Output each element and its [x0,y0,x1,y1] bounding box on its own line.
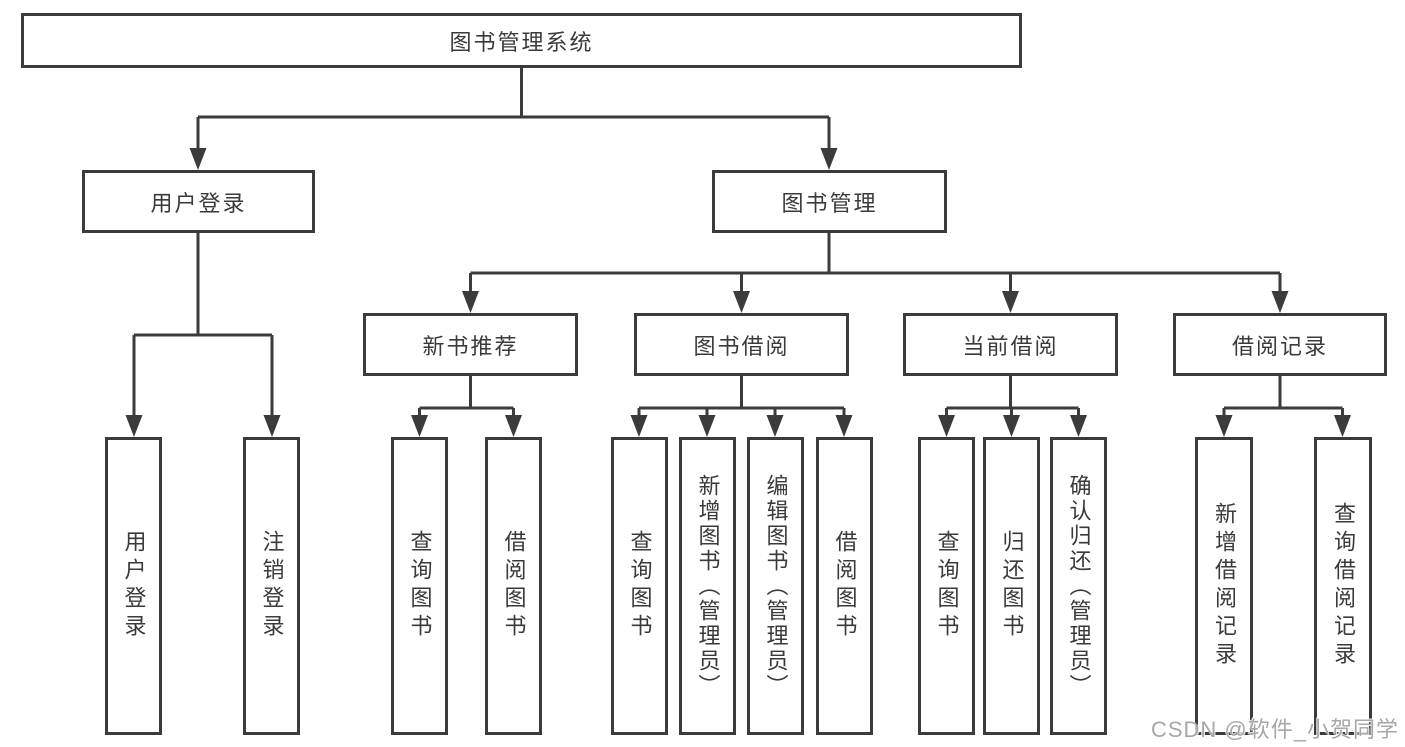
leaf-borrow-books-recommend: 借阅图书 [485,437,542,735]
leaf-user-login: 用户登录 [105,437,162,735]
connector-book-management-children [462,233,1289,313]
leaf-edit-books-admin: 编辑图书（管理员） [747,437,804,735]
csdn-watermark: CSDN @软件_小贺同学 [1150,717,1399,742]
node-user-login: 用户登录 [82,170,315,233]
node-current-borrow: 当前借阅 [903,313,1118,376]
node-borrow-records: 借阅记录 [1173,313,1387,376]
leaf-query-borrow-record: 查询借阅记录 [1314,437,1372,735]
connector-current-borrow-children [938,376,1087,437]
leaf-logout: 注销登录 [243,437,300,735]
node-book-management: 图书管理 [712,170,947,233]
connector-book-borrow-children [630,376,853,437]
node-new-book-recommend: 新书推荐 [363,313,578,376]
leaf-borrow-books: 借阅图书 [816,437,873,735]
leaf-add-books-admin: 新增图书（管理员） [679,437,736,735]
connector-new-book-recommend-children [411,376,522,437]
leaf-query-books-borrow: 查询图书 [611,437,668,735]
leaf-query-books-recommend: 查询图书 [391,437,448,735]
node-book-borrow: 图书借阅 [634,313,849,376]
node-library-management-system: 图书管理系统 [21,13,1022,68]
connector-user-login-children [125,233,281,437]
connector-root-to-level2 [189,68,838,170]
leaf-add-borrow-record: 新增借阅记录 [1195,437,1253,735]
leaf-confirm-return-admin: 确认归还（管理员） [1050,437,1107,735]
leaf-return-books: 归还图书 [983,437,1040,735]
connector-borrow-records-children [1215,376,1351,437]
leaf-query-books-current: 查询图书 [918,437,975,735]
